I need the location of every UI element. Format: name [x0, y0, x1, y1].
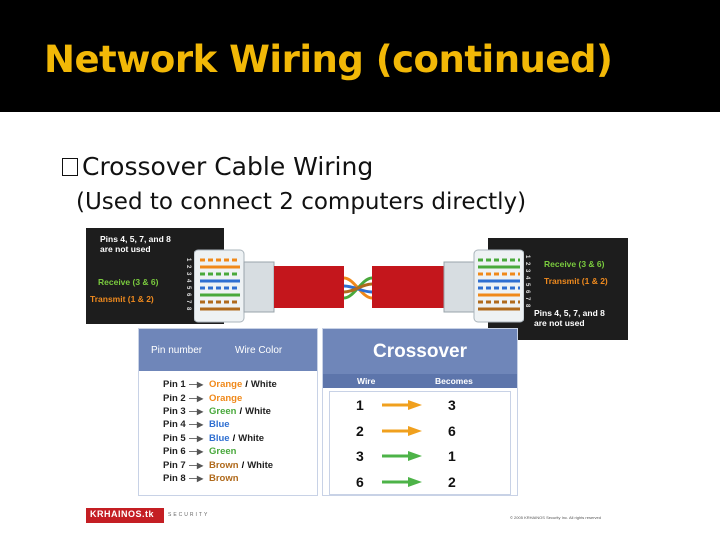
wire-color-primary: Green: [209, 446, 236, 457]
pin-row: Pin 8—▶Brown: [163, 472, 313, 485]
pin-row: Pin 3—▶Green/White: [163, 405, 313, 418]
pin-color-table: Pin number Wire Color Pin 1—▶Orange/Whit…: [138, 328, 318, 496]
arrow-right-icon: [382, 426, 422, 436]
left-receive-label: Receive (3 & 6): [98, 277, 158, 287]
pin-number: Pin 4: [163, 419, 189, 430]
title-bar: Network Wiring (continued): [0, 0, 720, 112]
arrow-right-icon: [382, 400, 422, 410]
bullet-subtext: (Used to connect 2 computers directly): [76, 189, 526, 215]
arrow-right-icon: [382, 451, 422, 461]
wire-color-primary: Orange: [209, 379, 242, 390]
becomes-number: 2: [448, 474, 456, 490]
left-note-line2: are not used: [100, 244, 151, 254]
wire-color-primary: Blue: [209, 419, 230, 430]
pin-number: Pin 7: [163, 460, 189, 471]
wire-color-primary: Orange: [209, 393, 242, 404]
wire-number: 1: [356, 397, 364, 413]
wire-color-secondary: White: [245, 406, 271, 417]
pin-number: Pin 8: [163, 473, 189, 484]
bullet-text: Crossover Cable Wiring: [82, 152, 373, 181]
pin-row: Pin 5—▶Blue/White: [163, 432, 313, 445]
arrow-icon: —▶: [189, 461, 209, 470]
arrow-icon: —▶: [189, 407, 209, 416]
becomes-number: 6: [448, 423, 456, 439]
right-boot: [444, 262, 474, 312]
left-boot: [244, 262, 274, 312]
right-transmit-label: Transmit (1 & 2): [544, 276, 608, 286]
arrow-icon: —▶: [189, 394, 209, 403]
crossover-cable-illustration: [194, 248, 524, 328]
wire-color-separator: /: [233, 433, 236, 444]
crossover-subheader: Wire Becomes: [323, 374, 517, 388]
left-transmit-label: Transmit (1 & 2): [90, 294, 154, 304]
wire-color-secondary: White: [251, 379, 277, 390]
crossed-wires: [344, 278, 372, 298]
left-pin-numbers: 1 2 3 4 5 6 7 8: [185, 258, 191, 311]
wire-color-separator: /: [245, 379, 248, 390]
wire-color-primary: Green: [209, 406, 236, 417]
pin-number: Pin 3: [163, 406, 189, 417]
left-note-line1: Pins 4, 5, 7, and 8: [100, 234, 171, 244]
becomes-number: 3: [448, 397, 456, 413]
wire-color-primary: Brown: [209, 460, 239, 471]
right-note-line1: Pins 4, 5, 7, and 8: [534, 308, 605, 318]
pin-number: Pin 6: [163, 446, 189, 457]
crossover-title: Crossover: [323, 329, 517, 374]
pin-number: Pin 1: [163, 379, 189, 390]
bullet-line: Crossover Cable Wiring: [62, 152, 373, 181]
wire-color-secondary: White: [247, 460, 273, 471]
arrow-icon: —▶: [189, 474, 209, 483]
pin-row: Pin 7—▶Brown/White: [163, 458, 313, 471]
arrow-icon: —▶: [189, 420, 209, 429]
header-pin-number: Pin number: [151, 345, 235, 356]
wire-color-secondary: White: [238, 433, 264, 444]
wire-number: 2: [356, 423, 364, 439]
arrow-icon: —▶: [189, 434, 209, 443]
pin-row: Pin 4—▶Blue: [163, 418, 313, 431]
missing-glyph-icon: [62, 158, 78, 176]
wire-color-primary: Brown: [209, 473, 239, 484]
slide-title: Network Wiring (continued): [44, 38, 612, 81]
arrow-icon: —▶: [189, 447, 209, 456]
right-cable-jacket: [372, 266, 444, 308]
becomes-number: 1: [448, 448, 456, 464]
arrow-right-icon: [382, 477, 422, 487]
pin-row: Pin 1—▶Orange/White: [163, 378, 313, 391]
wire-color-separator: /: [242, 460, 245, 471]
left-cable-jacket: [274, 266, 344, 308]
pin-number: Pin 5: [163, 433, 189, 444]
col-wire: Wire: [357, 376, 375, 386]
right-receive-label: Receive (3 & 6): [544, 259, 604, 269]
wire-color-separator: /: [239, 406, 242, 417]
pin-row: Pin 2—▶Orange: [163, 391, 313, 404]
logo-subtext: SECURITY: [168, 512, 209, 518]
wire-number: 6: [356, 474, 364, 490]
pin-table-header: Pin number Wire Color: [139, 329, 317, 371]
krhainos-logo: KRHAINOS.tk: [86, 508, 164, 523]
wire-number: 3: [356, 448, 364, 464]
right-pin-numbers: 1 2 3 4 5 6 7 8: [524, 255, 530, 308]
col-becomes: Becomes: [435, 376, 473, 386]
right-note-line2: are not used: [534, 318, 585, 328]
header-wire-color: Wire Color: [235, 345, 282, 356]
crossover-diagram: Pins 4, 5, 7, and 8 are not used Receive…: [86, 228, 630, 524]
arrow-icon: —▶: [189, 380, 209, 389]
pin-number: Pin 2: [163, 393, 189, 404]
copyright-text: © 2005 KRHAINOS Security Inc. All rights…: [510, 515, 601, 520]
pin-row: Pin 6—▶Green: [163, 445, 313, 458]
wire-color-primary: Blue: [209, 433, 230, 444]
